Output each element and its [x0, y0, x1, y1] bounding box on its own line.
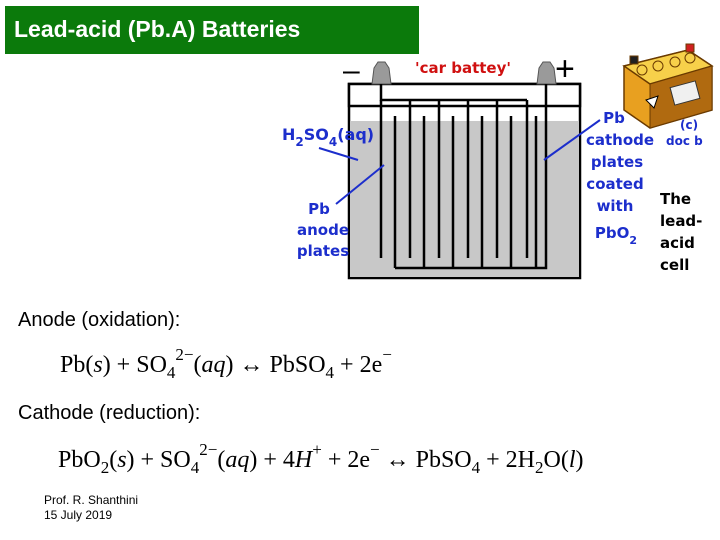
minus-sign: – — [343, 54, 360, 87]
footer-author: Prof. R. Shanthini — [44, 493, 139, 507]
cathode-label-line: plates — [591, 153, 643, 171]
cell-label-line: acid — [660, 234, 695, 252]
anode-equation: Pb(s) + SO42−(aq) ↔ PbSO4 + 2e− — [60, 345, 392, 382]
cell-label: The lead- acid cell — [660, 190, 702, 274]
anode-heading: Anode (oxidation): — [18, 309, 181, 331]
anode-plates-label: Pb anode plates — [297, 200, 349, 260]
electrolyte — [350, 121, 579, 277]
battery-caption: 'car battey' — [415, 59, 511, 77]
anode-label-line: plates — [297, 242, 349, 260]
cell-label-line: cell — [660, 256, 689, 274]
anode-plates — [379, 100, 529, 258]
cathode-busbar — [395, 84, 548, 270]
plus-sign: + — [555, 50, 575, 88]
cathode-label-line: Pb — [603, 109, 625, 127]
cathode-plates-label: Pb cathode plates coated with PbO2 — [586, 109, 654, 247]
cathode-label-line: with — [597, 197, 634, 215]
negative-terminal — [371, 61, 392, 85]
svg-text:(c): (c) — [680, 118, 698, 132]
cell-label-line: The — [660, 190, 691, 208]
battery-diagram: – + 'car battey' H2SO4(aq) Pb anode plat… — [282, 43, 714, 280]
footer: Prof. R. Shanthini 15 July 2019 — [44, 493, 138, 523]
pointer-lines — [318, 119, 601, 205]
slide-title: Lead-acid (Pb.A) Batteries — [14, 16, 301, 42]
cathode-label-line: coated — [586, 175, 643, 193]
anode-label-line: Pb — [308, 200, 330, 218]
cartoon-battery-icon — [622, 43, 714, 129]
cathode-heading: Cathode (reduction): — [18, 402, 201, 424]
credit-label: (c) doc b — [666, 118, 703, 148]
cathode-label-line: cathode — [586, 131, 654, 149]
title-bar — [5, 6, 419, 54]
cathode-plates — [393, 116, 538, 268]
anode-label-line: anode — [297, 221, 349, 239]
svg-text:doc b: doc b — [666, 134, 703, 148]
positive-terminal — [536, 61, 557, 85]
cathode-label-line: PbO2 — [595, 224, 637, 247]
footer-date: 15 July 2019 — [44, 508, 113, 522]
cathode-equation: PbO2(s) + SO42−(aq) + 4H+ + 2e− ↔ PbSO4 … — [58, 440, 584, 477]
cell-label-line: lead- — [660, 212, 702, 230]
